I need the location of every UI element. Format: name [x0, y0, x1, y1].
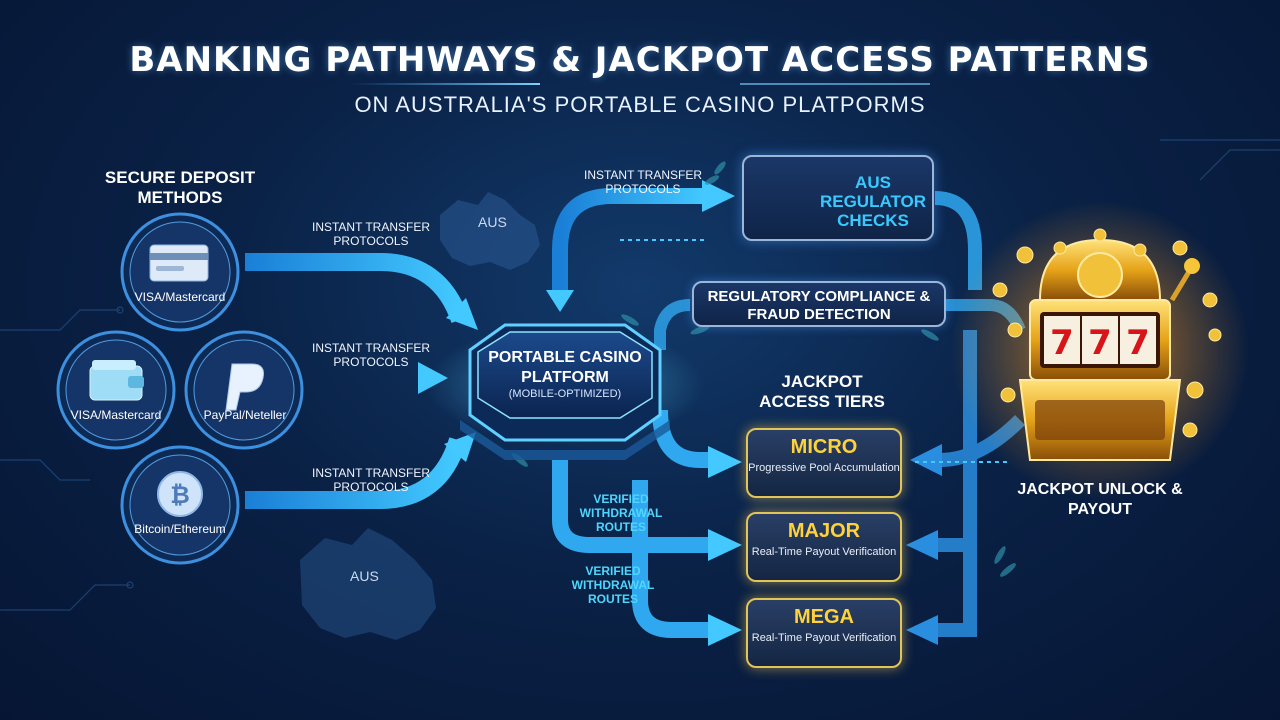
reel-symbol: 7 [1050, 323, 1074, 363]
platform-subtitle: (MOBILE-OPTIMIZED) [508, 388, 622, 400]
gold-coins [992, 228, 1222, 438]
tier-card-major: MAJOR Real-Time Payout Verification [746, 512, 902, 582]
tier-desc: Real-Time Payout Verification [751, 546, 897, 558]
withdrawal-label: VERIFIED WITHDRAWAL ROUTES [579, 492, 663, 534]
paypal-icon [225, 363, 264, 411]
aus-map-label: AUS [350, 568, 379, 584]
method-label: VISA/Mastercard [70, 408, 162, 422]
title-rule-left [350, 83, 540, 85]
title-rule-right [740, 83, 930, 85]
tier-name: MICRO [790, 436, 858, 458]
reel-symbol: 7 [1088, 323, 1112, 363]
tier-name: MAJOR [787, 520, 861, 542]
withdrawal-label: VERIFIED WITHDRAWAL ROUTES [571, 564, 655, 606]
platform-hexagon [460, 323, 670, 460]
tier-card-micro: MICRO Progressive Pool Accumulation [746, 428, 902, 498]
bitcoin-icon: ₿ [157, 471, 203, 517]
protocol-label: INSTANT TRANSFER PROTOCOLS [583, 168, 702, 196]
protocol-label: INSTANT TRANSFER PROTOCOLS [311, 220, 430, 248]
method-label: VISA/Mastercard [134, 290, 226, 304]
deposit-arrows [245, 253, 469, 509]
regulator-arrows [552, 188, 705, 300]
compliance-box: REGULATORY COMPLIANCE & FRAUD DETECTION [692, 281, 946, 327]
protocol-label: INSTANT TRANSFER PROTOCOLS [311, 341, 430, 369]
australia-map-bottom [300, 528, 436, 640]
compliance-label: REGULATORY COMPLIANCE & FRAUD DETECTION [707, 288, 931, 323]
credit-card-icon [149, 244, 209, 282]
slot-machine-icon [1018, 238, 1200, 461]
wallet-icon [89, 360, 144, 401]
tiers-heading: JACKPOT ACCESS TIERS [759, 372, 885, 411]
svg-text:₿: ₿ [170, 481, 190, 509]
page-title: BANKING PATHWAYS & JACKPOT ACCESS PATTER… [129, 40, 1151, 80]
reel-symbol: 7 [1126, 323, 1150, 363]
method-label: PayPal/Neteller [203, 408, 287, 422]
page-subtitle: ON AUSTRALIA'S PORTABLE CASINO PLATPORMS [354, 92, 926, 117]
regulator-checks-box: AUS REGULATOR CHECKS [742, 155, 934, 241]
payout-label: JACKPOT UNLOCK & PAYOUT [1017, 481, 1183, 518]
tier-desc: Progressive Pool Accumulation [748, 462, 900, 474]
method-label: Bitcoin/Ethereum [134, 522, 226, 536]
deposit-heading: SECURE DEPOSIT METHODS [104, 168, 256, 207]
australia-map-top [440, 192, 540, 270]
platform-title: PORTABLE CASINO PLATFORM [488, 349, 642, 386]
regulator-title: AUS REGULATOR CHECKS [819, 173, 927, 230]
regulator-down-arrow [934, 191, 982, 290]
tier-desc: Real-Time Payout Verification [751, 632, 897, 644]
tier-card-mega: MEGA Real-Time Payout Verification [746, 598, 902, 668]
circuit-lines [0, 139, 1280, 611]
protocol-label: INSTANT TRANSFER PROTOCOLS [311, 466, 430, 494]
tier-name: MEGA [794, 606, 854, 628]
aus-map-label: AUS [478, 214, 507, 230]
